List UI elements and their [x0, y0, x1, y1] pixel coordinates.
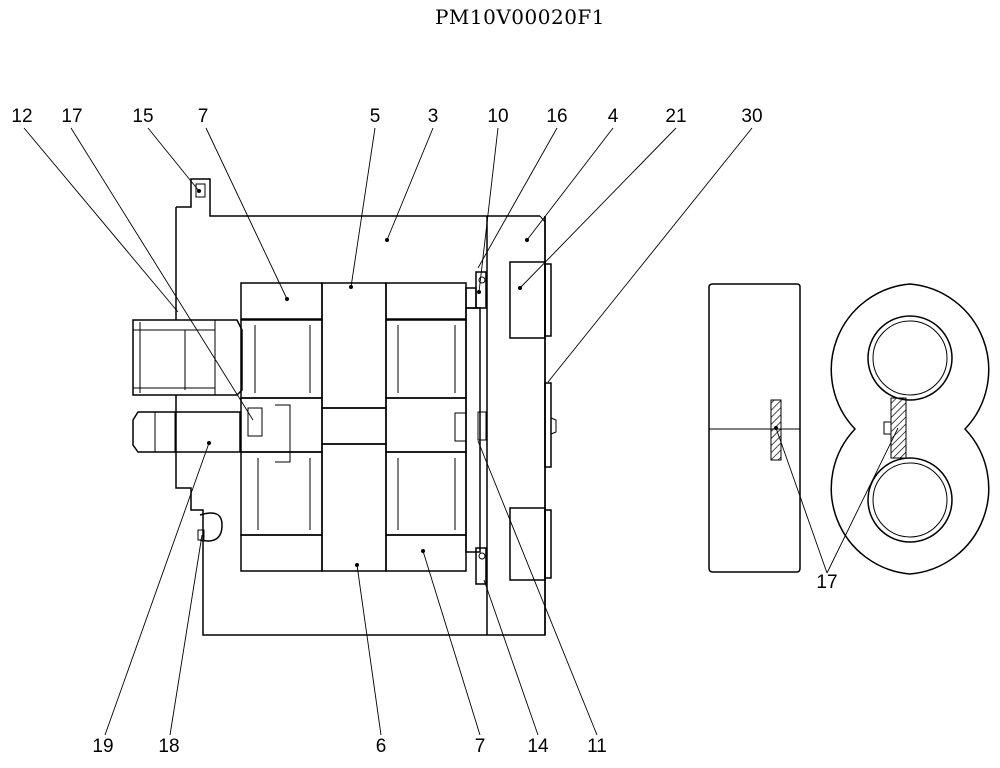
callouts-top: 12 17 15 7 5 3 10 16 4 21 30 [11, 106, 762, 127]
callout-7-bottom: 7 [475, 736, 486, 757]
callout-11: 11 [587, 736, 607, 757]
main-section-view [132, 178, 557, 636]
callout-21: 21 [665, 106, 686, 127]
leader-lines [23, 127, 899, 736]
callout-10: 10 [487, 106, 508, 127]
callout-14: 14 [527, 736, 549, 757]
callout-17-side: 17 [816, 572, 837, 593]
callout-16: 16 [546, 106, 567, 127]
callout-6: 6 [376, 736, 387, 757]
callout-18: 18 [158, 736, 179, 757]
side-view [708, 283, 990, 575]
callout-19: 19 [92, 736, 113, 757]
callouts-bottom: 19 18 6 7 14 11 [92, 736, 606, 757]
drawing-code: PM10V00020F1 [435, 5, 605, 29]
callout-15: 15 [132, 106, 153, 127]
callout-30: 30 [741, 106, 762, 127]
callouts-side: 17 [816, 572, 837, 593]
callout-3: 3 [428, 106, 439, 127]
callout-7-top: 7 [198, 106, 209, 127]
callout-17: 17 [61, 106, 82, 127]
callout-4: 4 [608, 106, 619, 127]
callout-12: 12 [11, 106, 32, 127]
callout-5: 5 [370, 106, 381, 127]
